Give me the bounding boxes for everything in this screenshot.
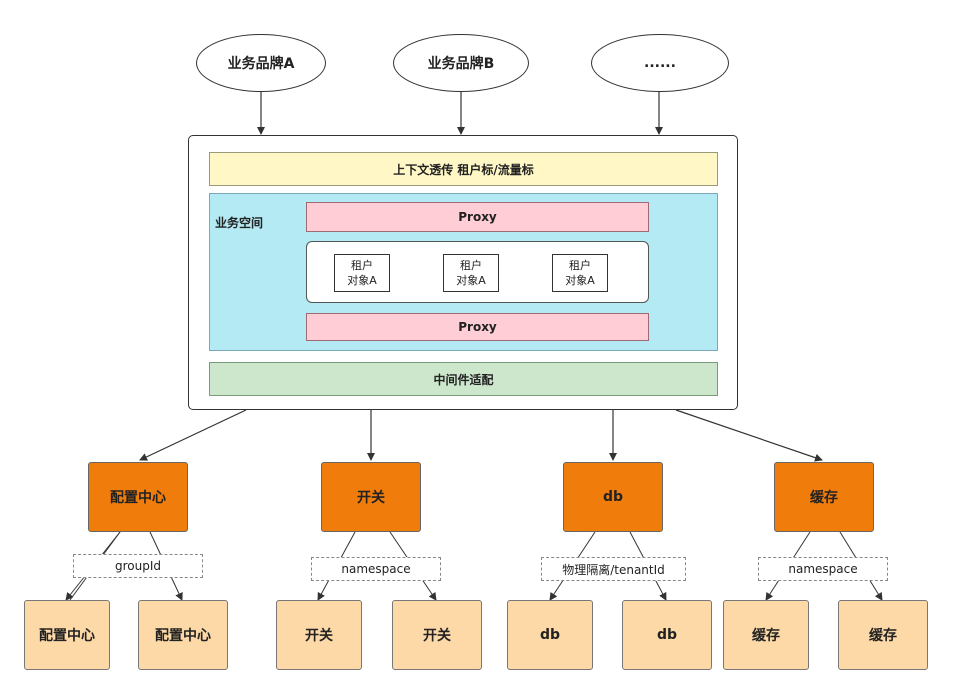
isolation-label-db: 物理隔离/tenantId — [541, 557, 686, 581]
tenant-object-3: 租户 对象A — [552, 254, 608, 292]
instance-switch-2-label: 开关 — [423, 628, 451, 644]
brand-more-label: ...... — [644, 55, 676, 71]
instance-db-2-label: db — [656, 627, 678, 643]
tenant-object-3-line2: 对象A — [565, 274, 595, 287]
instance-switch-2: 开关 — [392, 600, 482, 670]
component-db-label: db — [602, 489, 624, 505]
component-cache-label: 缓存 — [810, 490, 838, 506]
instance-cache-2: 缓存 — [838, 600, 928, 670]
instance-db-1-label: db — [539, 627, 561, 643]
instance-cache-1: 缓存 — [723, 600, 809, 670]
instance-config-2-label: 配置中心 — [155, 628, 211, 644]
isolation-label-config: groupId — [73, 554, 203, 578]
tenant-object-2-line1: 租户 — [460, 259, 482, 272]
brand-a-label: 业务品牌A — [227, 56, 295, 72]
component-config-center-label: 配置中心 — [110, 490, 166, 506]
isolation-switch-text: namespace — [341, 562, 411, 576]
component-cache: 缓存 — [774, 462, 874, 532]
tenant-object-3-line1: 租户 — [569, 259, 591, 272]
instance-db-2: db — [622, 600, 712, 670]
brand-b-label: 业务品牌B — [427, 56, 495, 72]
middleware-adapter-label: 中间件适配 — [433, 372, 494, 387]
instance-config-1: 配置中心 — [24, 600, 110, 670]
tenant-object-1: 租户 对象A — [334, 254, 390, 292]
brand-a-node: 业务品牌A — [196, 34, 326, 92]
tenant-object-2: 租户 对象A — [443, 254, 499, 292]
brand-more-node: ...... — [591, 34, 729, 92]
isolation-cache-text: namespace — [788, 562, 858, 576]
component-config-center: 配置中心 — [88, 462, 188, 532]
proxy-top: Proxy — [306, 202, 649, 232]
component-db: db — [563, 462, 663, 532]
tenant-object-1-line1: 租户 — [351, 259, 373, 272]
tenant-object-2-line2: 对象A — [456, 274, 486, 287]
proxy-top-label: Proxy — [458, 210, 497, 224]
context-propagation-label: 上下文透传 租户标/流量标 — [393, 162, 534, 177]
instance-db-1: db — [507, 600, 593, 670]
brand-b-node: 业务品牌B — [393, 34, 529, 92]
arrow-to-config — [139, 409, 247, 461]
instance-config-2: 配置中心 — [138, 600, 228, 670]
tenant-object-1-line2: 对象A — [347, 274, 377, 287]
business-space-label: 业务空间 — [215, 216, 264, 230]
arrow-to-cache — [675, 409, 823, 462]
proxy-bottom-label: Proxy — [458, 320, 497, 334]
instance-cache-2-label: 缓存 — [869, 628, 897, 644]
instance-switch-1-label: 开关 — [305, 628, 333, 644]
isolation-config-text: groupId — [114, 559, 161, 573]
isolation-label-switch: namespace — [311, 557, 441, 581]
proxy-bottom: Proxy — [306, 313, 649, 341]
middleware-adapter-bar: 中间件适配 — [209, 362, 718, 396]
component-switch-label: 开关 — [357, 490, 385, 506]
instance-config-1-label: 配置中心 — [39, 628, 95, 644]
component-switch: 开关 — [321, 462, 421, 532]
isolation-db-text: 物理隔离/tenantId — [562, 562, 665, 577]
isolation-label-cache: namespace — [758, 557, 888, 581]
instance-cache-1-label: 缓存 — [752, 628, 780, 644]
context-propagation-bar: 上下文透传 租户标/流量标 — [209, 152, 718, 186]
instance-switch-1: 开关 — [276, 600, 362, 670]
